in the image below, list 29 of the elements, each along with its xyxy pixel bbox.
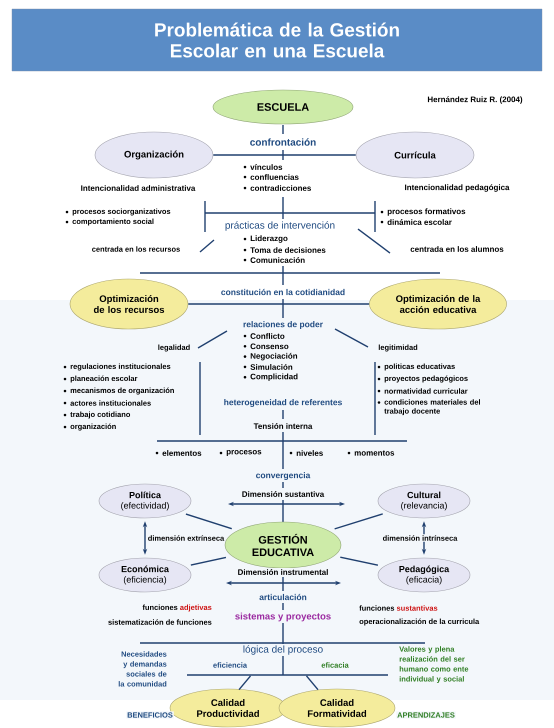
connector-line	[186, 513, 232, 530]
ellipse-node: Currícula	[356, 132, 474, 178]
ellipse-node: Organización	[94, 132, 214, 178]
title-banner: Problemática de la Gestión Escolar en una Escuela	[12, 8, 542, 72]
ellipse-node: GESTIÓN EDUCATIVA	[224, 522, 342, 568]
ellipse-node: Optimización de los recursos	[70, 278, 188, 330]
connector-line	[190, 556, 226, 566]
text-label: heterogeneidad de referentes	[222, 398, 344, 408]
text-label: convergencia	[254, 471, 312, 481]
ellipse-node: Política (efectividad)	[98, 484, 192, 518]
connector-line	[188, 303, 370, 305]
text-label: confrontación	[248, 137, 318, 147]
connector-line	[213, 154, 356, 156]
connector-line	[306, 675, 319, 690]
ellipse-node: Cultural (relevancia)	[378, 484, 470, 518]
bar-line	[187, 674, 388, 676]
ellipse-node: Calidad Formatividad	[278, 688, 396, 728]
connector-line	[340, 556, 378, 566]
ellipse-node: Optimización de la acción educativa	[369, 278, 507, 330]
connector-line	[238, 675, 252, 690]
ellipse-node: ESCUELA	[212, 90, 354, 124]
ellipse-node: Económica (eficiencia)	[98, 558, 192, 592]
text-label: constitución en la cotidianidad	[220, 288, 346, 296]
text-label: lógica del proceso	[242, 644, 324, 656]
text-label: relaciones de poder	[242, 320, 324, 330]
ellipse-node: Pedagógica (eficacia)	[378, 558, 470, 592]
text-label: prácticas de intervención	[224, 220, 336, 232]
connector-line	[334, 513, 383, 530]
text-label: sistemas y proyectos	[234, 612, 332, 622]
